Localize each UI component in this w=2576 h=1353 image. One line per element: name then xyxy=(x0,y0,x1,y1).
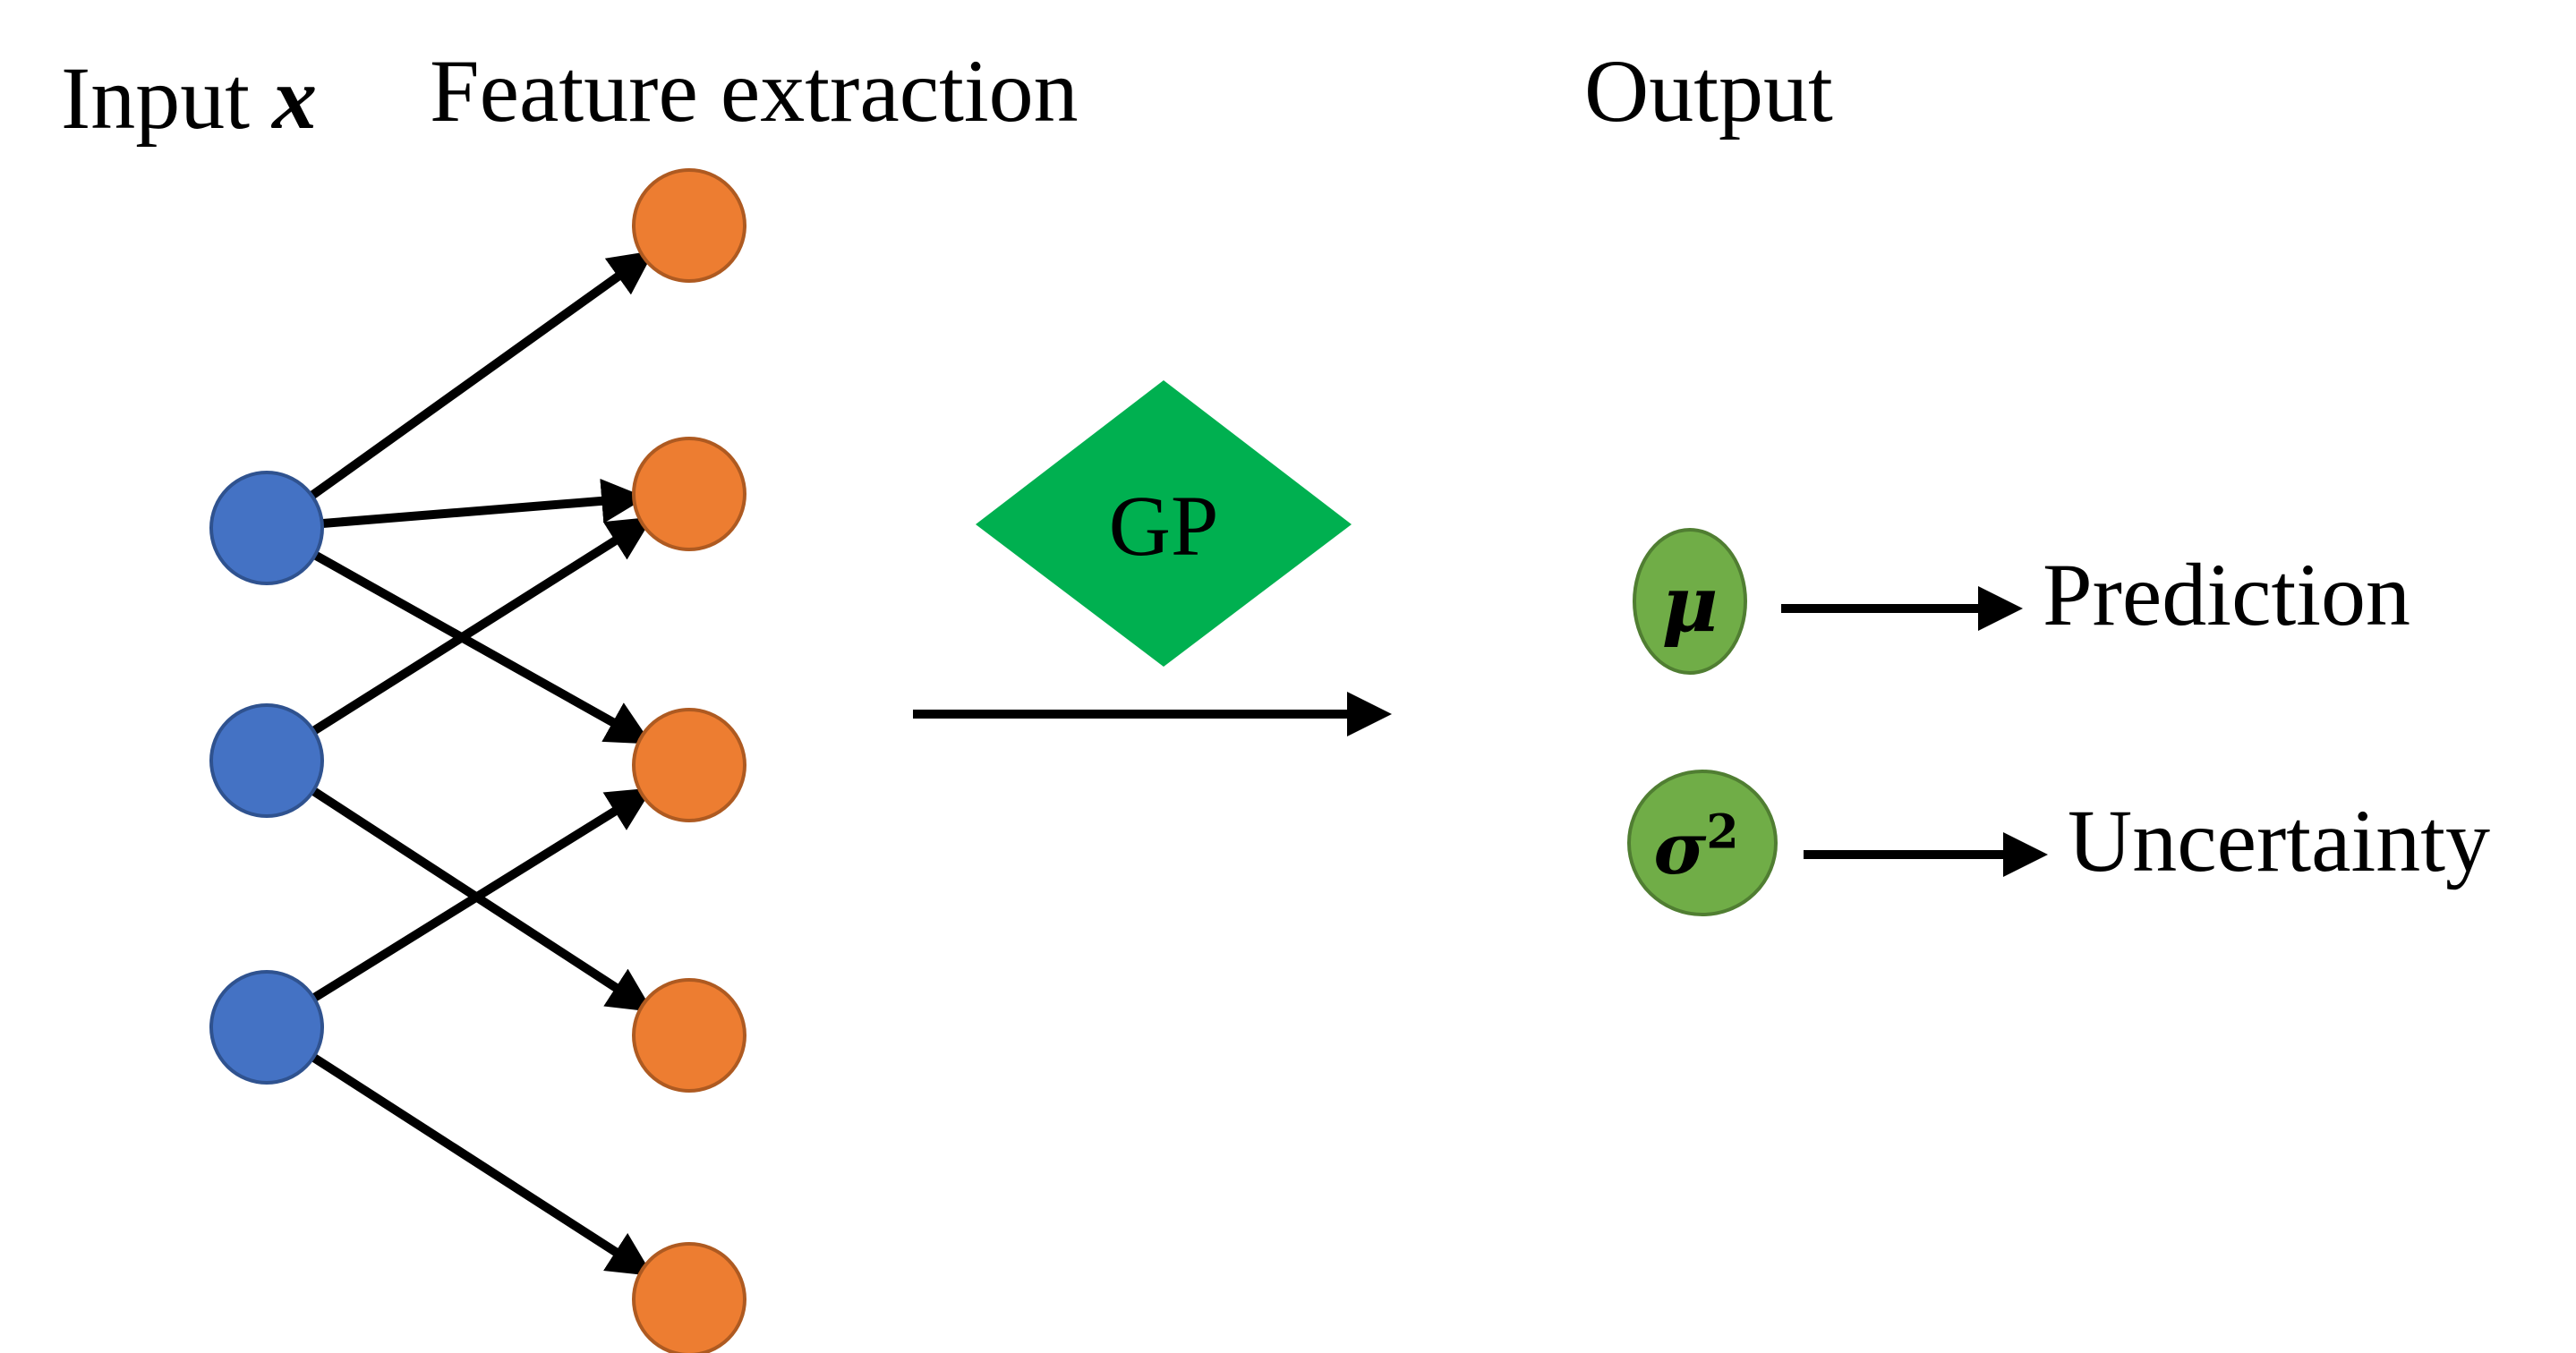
output-header: Output xyxy=(1584,41,1833,140)
feature-node-3 xyxy=(632,708,746,822)
mu-symbol: μ xyxy=(1661,559,1719,650)
gp-label: GP xyxy=(1108,478,1219,574)
connection-arrow-1-1 xyxy=(306,250,654,502)
gp-diamond xyxy=(976,380,1352,667)
input-header: Input x xyxy=(61,54,317,143)
sigma-symbol: σ2 xyxy=(1653,804,1739,890)
sigma-node xyxy=(1627,770,1778,916)
input-node-2 xyxy=(209,703,324,818)
feature-extraction-header: Feature extraction xyxy=(430,41,1079,140)
prediction-label: Prediction xyxy=(2043,545,2411,644)
feature-node-1 xyxy=(632,168,746,283)
mu-node xyxy=(1633,528,1747,675)
uncertainty-label: Uncertainty xyxy=(2068,791,2491,890)
connection-arrow-1-3 xyxy=(310,549,653,745)
feature-node-5 xyxy=(632,1242,746,1353)
connection-arrow-1-2 xyxy=(318,478,647,529)
feature-node-2 xyxy=(632,437,746,551)
input-node-1 xyxy=(209,471,324,585)
connection-arrow-3-3 xyxy=(308,787,653,1004)
feature-node-4 xyxy=(632,978,746,1093)
connection-arrow-2-2 xyxy=(308,516,653,737)
connection-arrow-3-5 xyxy=(308,1051,653,1277)
input-variable: x xyxy=(272,48,318,148)
input-node-3 xyxy=(209,970,324,1085)
input-header-text: Input xyxy=(61,48,251,148)
